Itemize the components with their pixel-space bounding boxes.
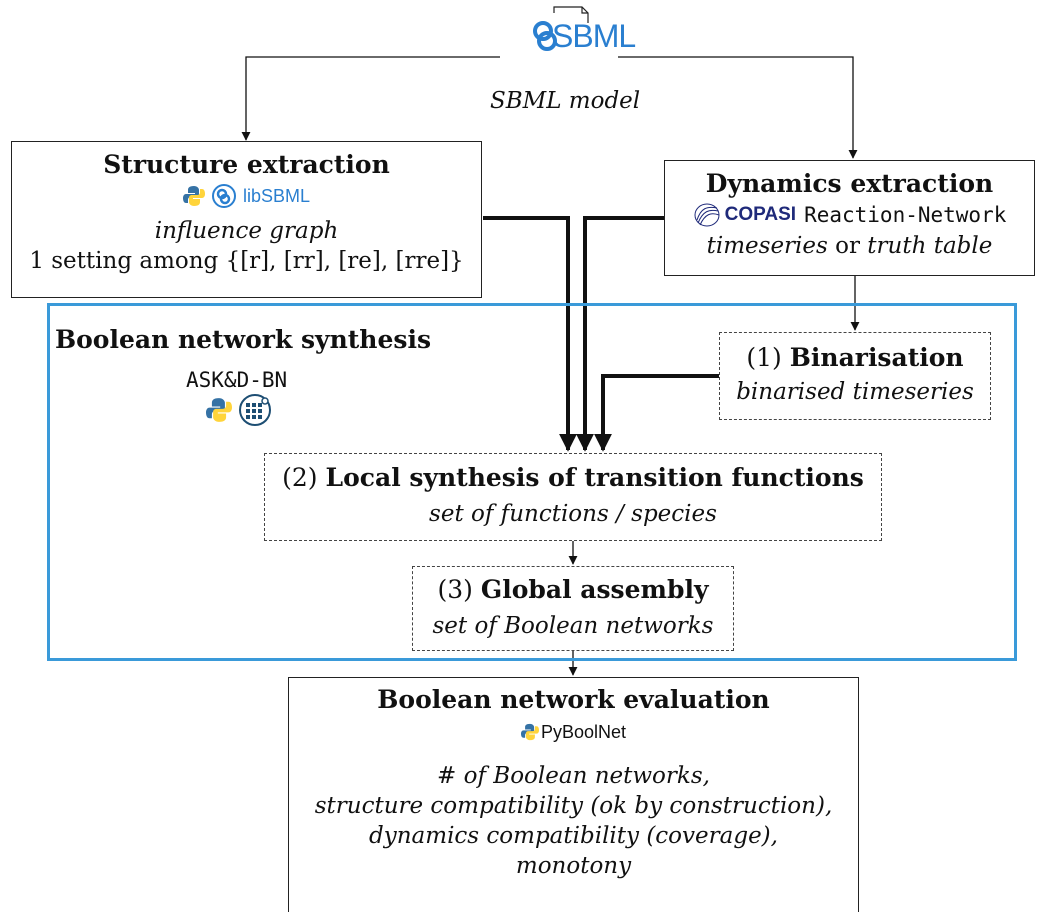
dynamics-output-truth-table: truth table (867, 233, 993, 259)
arrow-binarisation-to-local (594, 374, 719, 452)
dynamics-extraction-box: Dynamics extraction COPASI Reaction-Netw… (664, 160, 1035, 276)
dynamics-output-timeseries: timeseries (706, 233, 828, 259)
structure-title: Structure extraction (103, 150, 390, 179)
binarisation-box: (1) Binarisation binarised timeseries (719, 332, 991, 420)
sbml-logo-text: SBML (552, 18, 636, 54)
dynamics-output: timeseries or truth table (665, 231, 1034, 261)
sbml-logo-icon (533, 21, 557, 51)
global-output: set of Boolean networks (432, 613, 714, 639)
binarisation-number: (1) (746, 343, 782, 372)
synthesis-tool: ASK&D-BN (186, 368, 288, 392)
evaluation-title: Boolean network evaluation (377, 685, 770, 714)
python-icon (182, 186, 205, 206)
arrow-sbml-to-dynamics (618, 56, 858, 159)
synthesis-title: Boolean network synthesis (55, 325, 432, 354)
evaluation-line-4: monotony (515, 853, 632, 879)
binarisation-title: Binarisation (789, 343, 964, 372)
local-title: Local synthesis of transition functions (325, 463, 864, 492)
sbml-caption: SBML model (490, 88, 641, 114)
structure-extraction-box: Structure extraction libSBML influence g… (11, 141, 482, 298)
evaluation-logos: PyBoolNet (289, 715, 858, 749)
global-heading: (3) Global assembly (413, 575, 733, 605)
structure-output: influence graph (154, 218, 339, 244)
structure-logos: libSBML (12, 180, 481, 212)
synthesis-frame (47, 303, 1017, 661)
global-number: (3) (437, 575, 473, 604)
binarisation-output: binarised timeseries (736, 379, 974, 405)
dynamics-logos: COPASI Reaction-Network (665, 199, 1034, 231)
arrow-sbml-to-structure (241, 56, 500, 141)
libsbml-icon (211, 184, 236, 208)
binarisation-heading: (1) Binarisation (720, 343, 990, 373)
document-icon (553, 6, 589, 23)
evaluation-box: Boolean network evaluation PyBoolNet # o… (288, 677, 859, 912)
local-synthesis-box: (2) Local synthesis of transition functi… (264, 453, 882, 541)
evaluation-line-2: structure compatibility (ok by construct… (314, 793, 833, 819)
global-assembly-box: (3) Global assembly set of Boolean netwo… (412, 566, 734, 651)
sbml-model-node: SBML SBML model (470, 0, 650, 120)
evaluation-line-1: # of Boolean networks, (437, 763, 710, 789)
dynamics-title: Dynamics extraction (705, 169, 994, 198)
dynamics-tool: Reaction-Network (804, 203, 1007, 227)
dynamics-output-or: or (835, 233, 860, 259)
evaluation-line-3: dynamics compatibility (coverage), (369, 823, 778, 849)
pyboolnet-label: PyBoolNet (540, 721, 627, 742)
arrow-dynamics-to-local (576, 216, 664, 452)
pyboolnet-icon (520, 723, 539, 741)
global-title: Global assembly (480, 575, 709, 604)
local-number: (2) (282, 463, 318, 492)
local-heading: (2) Local synthesis of transition functi… (265, 463, 881, 493)
python-icon (206, 398, 232, 422)
arrow-structure-to-local (483, 216, 577, 452)
libsbml-label: libSBML (242, 185, 311, 206)
copasi-icon (694, 203, 720, 227)
synthesis-logos (206, 393, 272, 427)
local-output: set of functions / species (429, 501, 717, 527)
copasi-label: COPASI (724, 204, 797, 225)
structure-setting: 1 setting among {[r], [rr], [re], [rre]} (29, 248, 464, 274)
clingo-icon (239, 394, 271, 426)
